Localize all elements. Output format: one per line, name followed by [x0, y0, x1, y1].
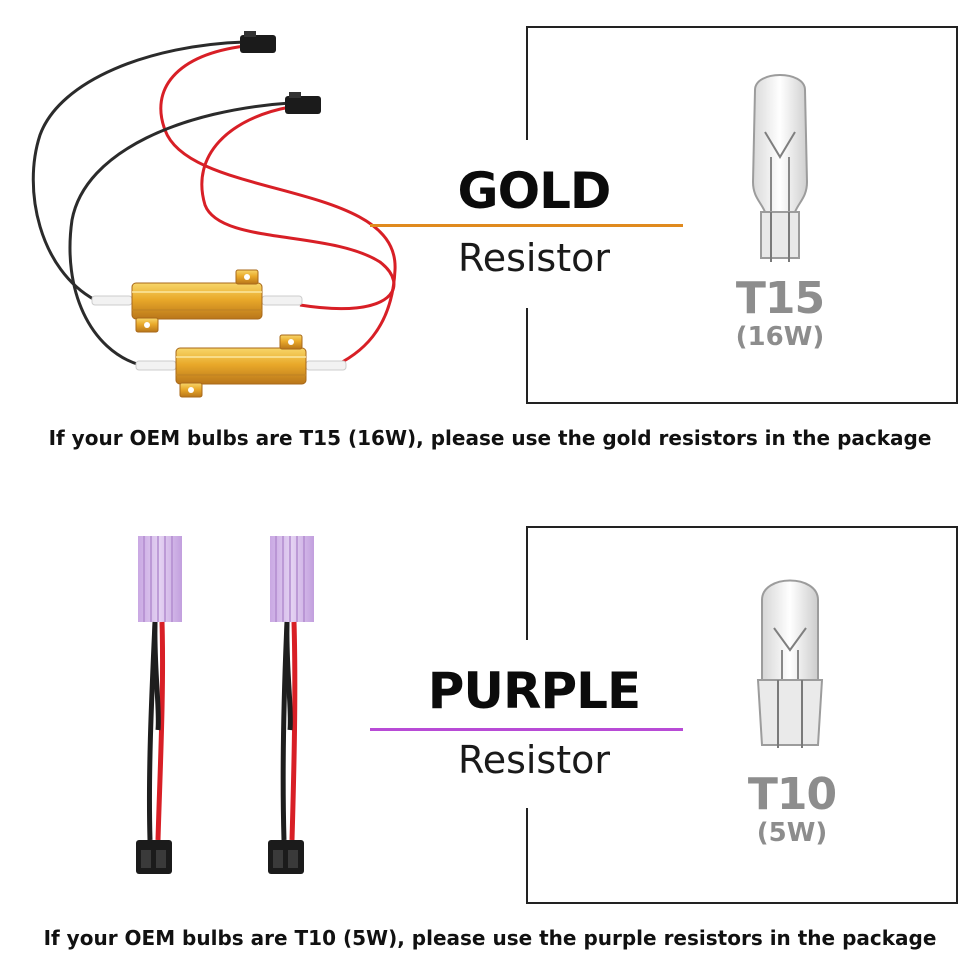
bulb-wattage: (5W): [756, 818, 828, 848]
connector-2: [285, 92, 321, 114]
t10-bulb-image: [756, 579, 824, 748]
bulb-frame: [526, 26, 958, 404]
purple-resistor-2: [268, 536, 314, 874]
gold-usage-caption: If your OEM bulbs are T15 (16W), please …: [48, 426, 932, 450]
resistor-label: Resistor: [458, 738, 610, 782]
t15-bulb-image: [751, 74, 809, 262]
purple-resistor-1: [136, 536, 182, 874]
gold-resistor-product-image: [31, 31, 397, 398]
divider-rule-gold: [370, 224, 683, 227]
bulb-wattage: (16W): [735, 322, 825, 352]
color-word-purple: PURPLE: [427, 662, 641, 720]
bulb-type-label-t10: T10 (5W): [722, 769, 862, 849]
bulb-frame: [526, 526, 958, 904]
connector-1: [240, 31, 276, 53]
bulb-type: T10: [747, 769, 837, 820]
purple-resistor-product-image: [136, 536, 314, 874]
bulb-type-label-t15: T15 (16W): [710, 273, 850, 353]
gold-resistor-section: GOLD Resistor T15 (16W) If your OEM bulb…: [31, 26, 958, 450]
purple-usage-caption: If your OEM bulbs are T10 (5W), please u…: [43, 926, 937, 950]
color-word-gold: GOLD: [457, 162, 612, 220]
purple-resistor-section: PURPLE Resistor T10 (5W) If your OEM bul…: [0, 490, 980, 980]
resistor-label: Resistor: [458, 236, 610, 280]
divider-rule-purple: [370, 728, 683, 731]
bulb-type: T15: [735, 273, 825, 324]
